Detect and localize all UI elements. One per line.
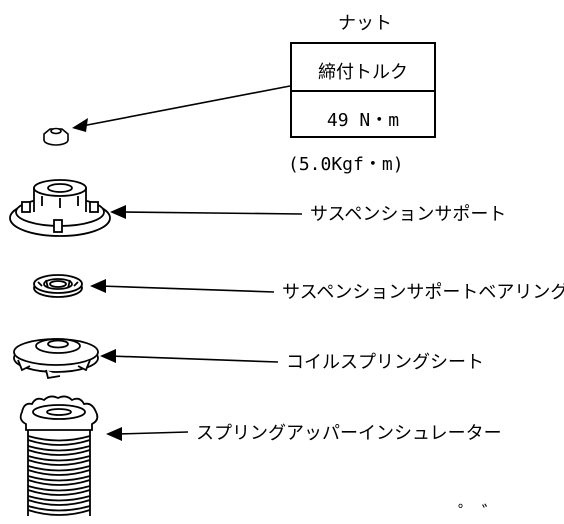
- nut-leader-line: [81, 85, 291, 127]
- nut-drawing: [43, 127, 69, 146]
- label-spring-upper-insulator: スプリングアッパーインシュレーター: [196, 423, 502, 444]
- support-leader-line: [117, 211, 303, 215]
- label-coil-spring-seat: コイルスプリングシート: [286, 352, 484, 373]
- label-suspension-support: サスペンションサポート: [310, 204, 507, 225]
- table-divider: [292, 90, 434, 92]
- insulator-leader-line: [117, 431, 189, 435]
- nut-arrowhead: [72, 118, 88, 132]
- support-arrowhead: [110, 205, 126, 219]
- seat-arrowhead: [100, 349, 116, 363]
- seat-leader-line: [109, 355, 279, 363]
- bearing-drawing: [33, 274, 83, 298]
- bearing-arrowhead: [90, 279, 106, 293]
- suspension-support-drawing: [9, 179, 111, 237]
- torque-alt-value: (5.0Kgf・m): [288, 154, 404, 175]
- coil-spring-seat-drawing: [13, 338, 99, 380]
- torque-header: 締付トルク: [318, 62, 408, 83]
- spring-upper-insulator-drawing: [19, 395, 99, 516]
- torque-table: 締付トルク 49 N・m: [290, 42, 436, 138]
- torque-value: 49 N・m: [326, 110, 400, 131]
- label-bumper-partial: ゜ ゛: [458, 503, 500, 524]
- label-support-bearing: サスペンションサポートベアリング: [282, 282, 564, 303]
- nut-title: ナット: [338, 13, 392, 34]
- insulator-arrowhead: [106, 427, 122, 441]
- bearing-leader-line: [99, 285, 275, 293]
